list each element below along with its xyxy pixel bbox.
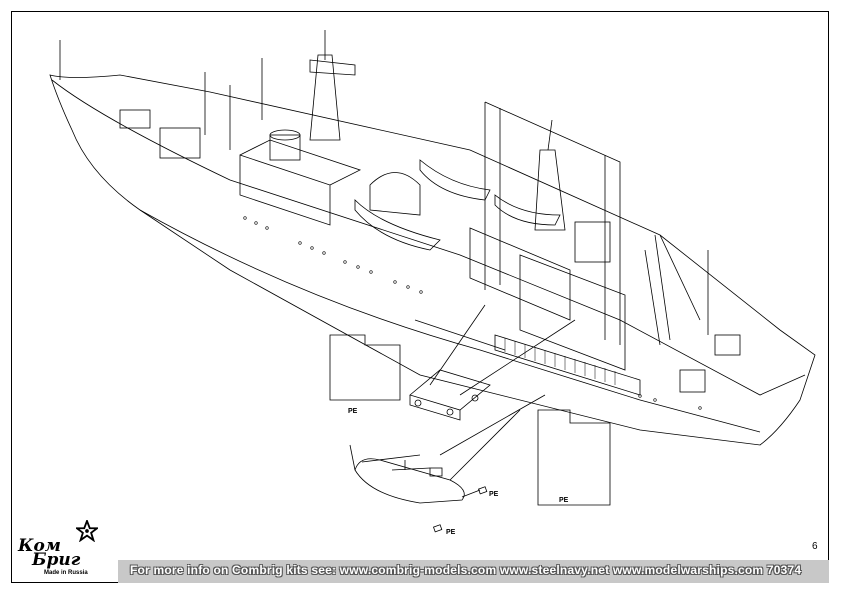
portholes [243, 216, 702, 410]
pe-label-small-upper: PE [489, 491, 499, 498]
logo-line-1: Ком [18, 536, 61, 556]
hull-outline [49, 74, 816, 446]
combrig-logo: Ком Бриг Made in Russia [16, 518, 120, 580]
pe-label-left: PE [348, 408, 358, 415]
pe-label-right: PE [559, 497, 569, 504]
gantry-frame [484, 101, 621, 345]
pe-sheet-left [329, 334, 401, 401]
deck-edge [51, 79, 806, 396]
main-mast [309, 54, 341, 141]
page-number: 6 [812, 541, 818, 552]
footer-text: For more info on Combrig kits see: www.c… [130, 563, 802, 577]
lifeboat-3 [494, 194, 561, 226]
pe-sheet-right [537, 409, 611, 506]
deck-platform [409, 369, 491, 411]
lifeboat-2 [419, 159, 491, 201]
lifeboat-1 [354, 199, 441, 251]
pe-small-part-lower [432, 524, 443, 533]
hangar-block [469, 227, 571, 321]
pe-small-part-upper [477, 486, 488, 495]
forward-hatch [159, 127, 201, 159]
aft-deckhouse [574, 221, 611, 263]
helicopter [354, 458, 465, 504]
pe-label-small-lower: PE [446, 529, 456, 536]
logo-line-2: Бриг [32, 550, 81, 570]
bridge-superstructure [239, 154, 331, 226]
logo-tagline: Made in Russia [44, 570, 88, 576]
funnel [269, 134, 301, 161]
footer-bar [118, 560, 829, 583]
flight-deck [494, 334, 641, 396]
derrick [534, 149, 566, 231]
star-icon [76, 520, 98, 542]
deck-house-dome [369, 172, 421, 216]
aft-winch [714, 334, 741, 356]
lower-hull-line [139, 209, 761, 433]
forward-winch [119, 109, 151, 129]
